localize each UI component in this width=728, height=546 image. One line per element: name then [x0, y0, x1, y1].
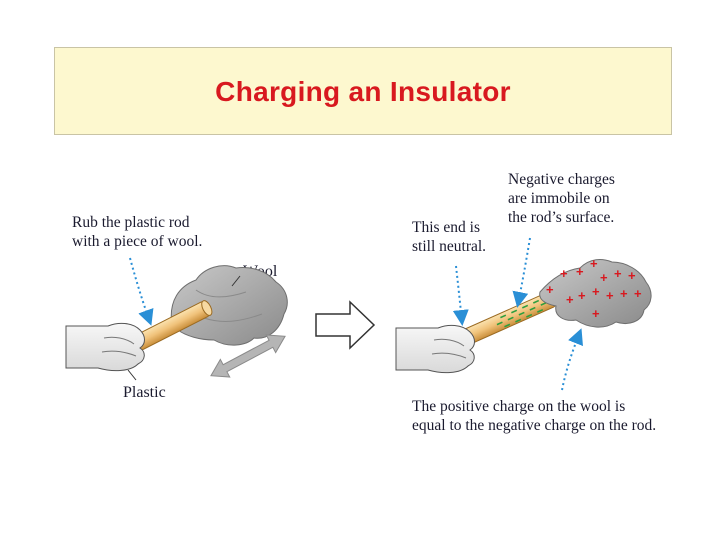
positive-note-line-1: The positive charge on the wool is: [412, 398, 626, 415]
positive-note-line-2: equal to the negative charge on the rod.: [412, 417, 657, 434]
wool-cloth-left: [170, 265, 288, 346]
svg-text:+: +: [546, 282, 554, 297]
svg-text:+: +: [614, 266, 622, 281]
hand-left: [65, 322, 145, 372]
negative-charges-label: Negative charges are immobile on the rod…: [508, 170, 615, 227]
negative-charge-pointer-arrow: [512, 237, 531, 308]
rub-instruction-line-1: Rub the plastic rod: [72, 214, 190, 231]
instruction-pointer-arrow: [129, 257, 154, 326]
svg-text:+: +: [634, 286, 642, 301]
hand-right: [395, 324, 475, 374]
svg-text:+: +: [578, 288, 586, 303]
plastic-label: Plastic: [123, 384, 166, 401]
svg-text:+: +: [600, 270, 608, 285]
svg-text:+: +: [576, 264, 584, 279]
svg-text:+: +: [560, 266, 568, 281]
wool-cloth-right: [539, 259, 652, 328]
neutral-note-line-2: still neutral.: [412, 238, 487, 255]
svg-text:+: +: [592, 306, 600, 321]
rubbing-motion-arrow: [210, 334, 286, 378]
svg-text:+: +: [620, 286, 628, 301]
negative-note-line-2: are immobile on: [508, 190, 610, 207]
positive-charge-label: The positive charge on the wool is equal…: [412, 397, 656, 435]
rub-instruction-label: Rub the plastic rod with a piece of wool…: [72, 213, 202, 251]
svg-text:+: +: [566, 292, 574, 307]
svg-text:+: +: [592, 284, 600, 299]
title-banner: Charging an Insulator: [54, 47, 672, 135]
svg-text:+: +: [628, 268, 636, 283]
positive-charge-marks: ++++ +++ ++++++ +: [546, 256, 642, 321]
neutral-end-label: This end is still neutral.: [412, 218, 486, 256]
process-arrow: [315, 300, 376, 350]
neutral-end-pointer-arrow: [452, 265, 469, 326]
positive-charge-pointer-arrow: [561, 328, 583, 391]
negative-note-line-3: the rod’s surface.: [508, 209, 615, 226]
rub-instruction-line-2: with a piece of wool.: [72, 233, 203, 250]
negative-note-line-1: Negative charges: [508, 171, 615, 188]
negative-charge-marks: [496, 299, 547, 328]
svg-text:+: +: [606, 288, 614, 303]
page-title: Charging an Insulator: [215, 76, 511, 107]
neutral-note-line-1: This end is: [412, 219, 481, 236]
svg-text:+: +: [590, 256, 598, 271]
